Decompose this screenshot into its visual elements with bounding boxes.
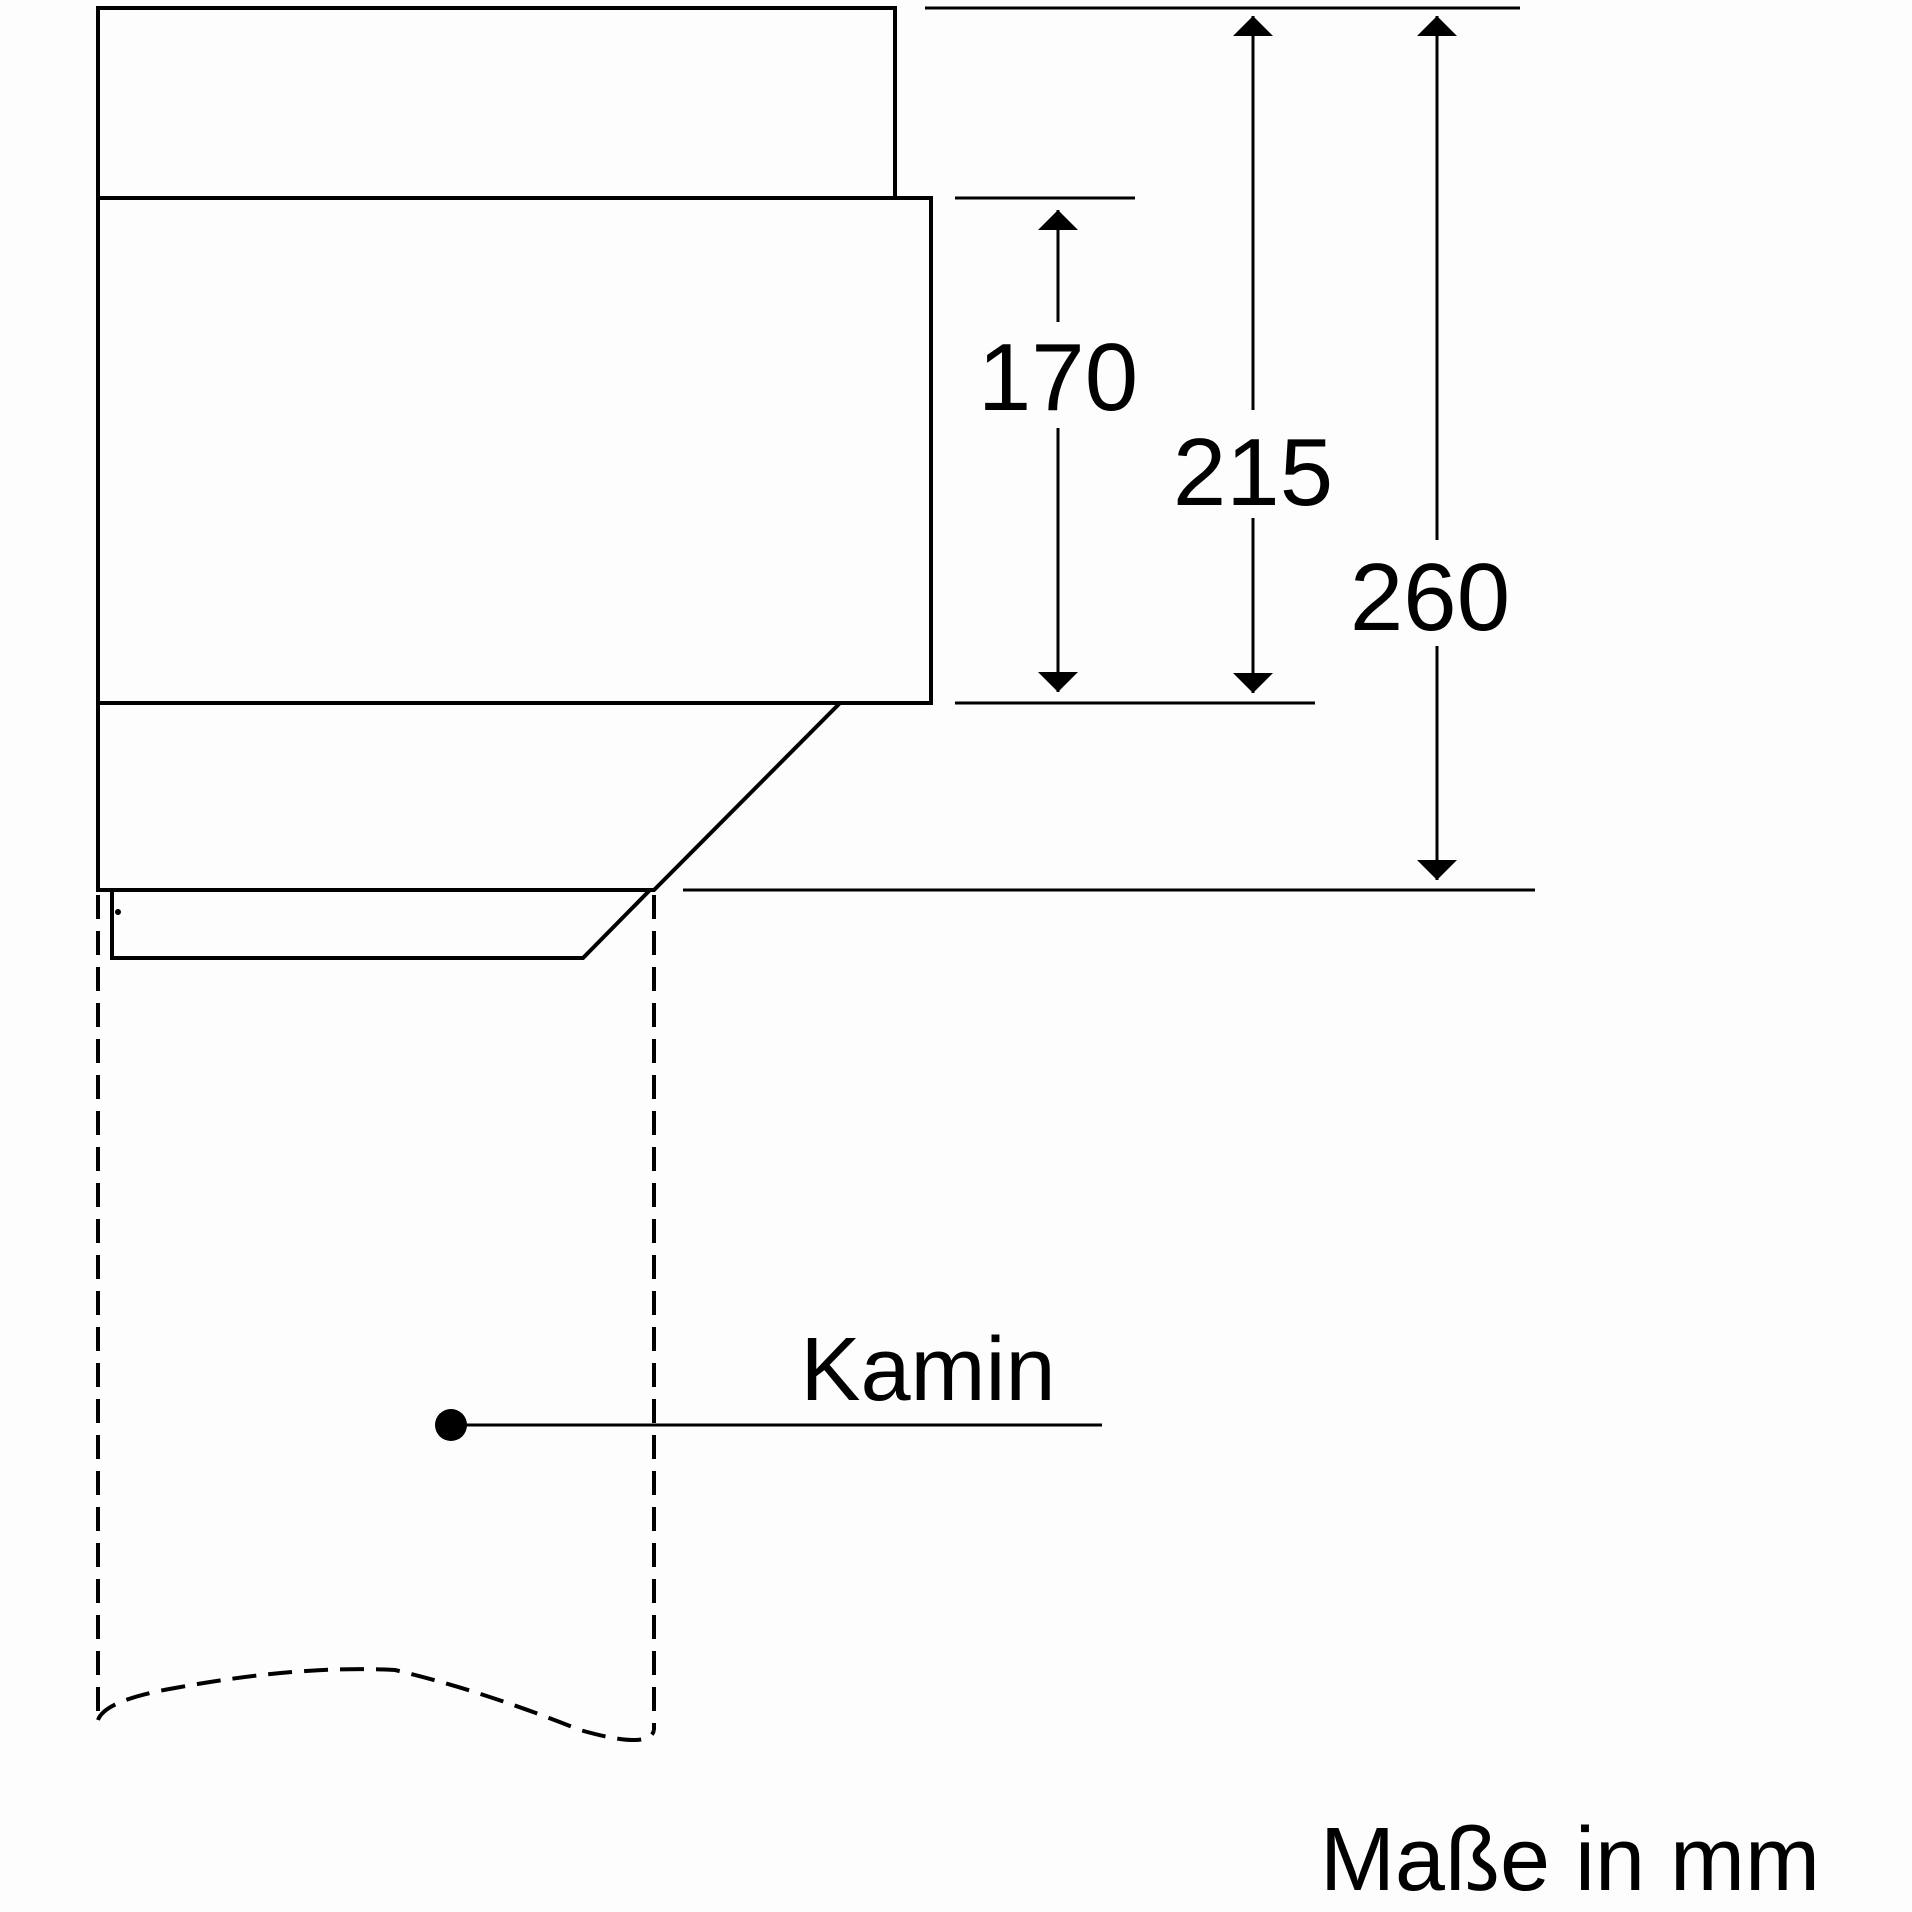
filter-tray <box>110 888 652 960</box>
dimension-260-label: 260 <box>1350 544 1510 651</box>
chimney-label: Kamin <box>800 1320 1055 1420</box>
chimney-break-line <box>96 1667 656 1742</box>
top-cover-block <box>96 6 897 200</box>
hood-body <box>96 196 933 705</box>
hood-lower-section <box>96 701 845 892</box>
dimension-215-label: 215 <box>1173 419 1333 526</box>
dimension-170-label: 170 <box>978 324 1138 431</box>
units-note: Maße in mm <box>1320 1810 1820 1910</box>
tray-pin <box>115 909 121 915</box>
